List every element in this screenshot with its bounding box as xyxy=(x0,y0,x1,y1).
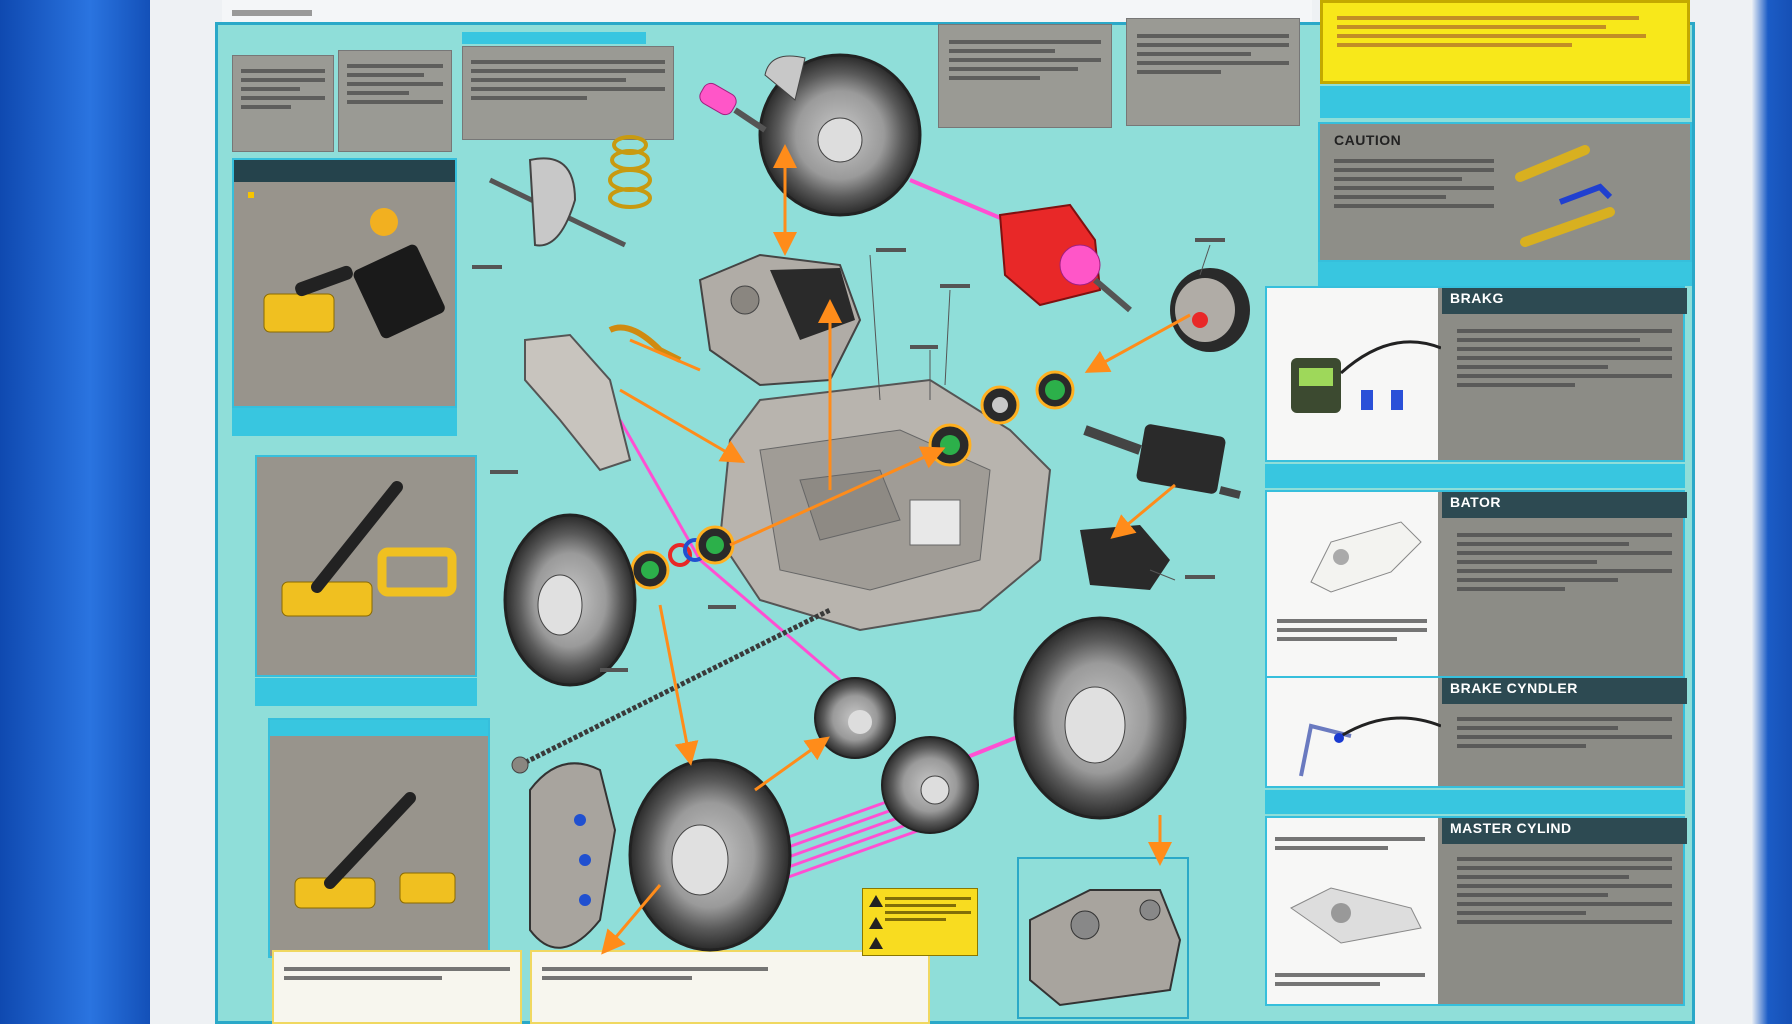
spring-icon xyxy=(488,135,652,248)
tool-card-2-caption-strip xyxy=(255,678,477,706)
part-label xyxy=(1185,575,1215,579)
tool-card-1-caption-strip xyxy=(232,408,457,436)
caliper-assembly xyxy=(698,253,862,387)
pink-guide-line xyxy=(699,558,841,682)
caliper-icon xyxy=(1310,521,1422,593)
brake-disc-icon xyxy=(628,758,792,952)
tool-card-1 xyxy=(232,158,457,408)
orange-flow-arrows xyxy=(601,144,1191,955)
brake-cylinder-caption-strip xyxy=(1265,790,1685,814)
tool-icon xyxy=(1515,145,1615,247)
bottom-note-1 xyxy=(272,950,522,1024)
tool-card-1-header xyxy=(234,160,455,182)
warning-triangle-icon xyxy=(869,937,883,949)
top-right-text-block-2 xyxy=(1126,18,1300,126)
brake-caption-strip xyxy=(1265,464,1685,488)
master-cylinder-icon xyxy=(1290,887,1422,944)
tool-icon xyxy=(294,792,456,909)
part-label xyxy=(490,470,518,474)
brake-line-icon xyxy=(1299,716,1441,777)
pink-guide-line xyxy=(618,419,702,561)
master-cylinder-card: MASTER CYLIND xyxy=(1265,816,1687,1006)
caliper-icon xyxy=(529,762,617,949)
seal-rings xyxy=(630,525,735,590)
master-cylinder-block xyxy=(1017,857,1189,1019)
sensor-bracket xyxy=(1080,525,1170,590)
top-right-text-block-1 xyxy=(938,24,1112,128)
caution-note-box xyxy=(862,888,978,956)
monitor-frame-left xyxy=(0,0,150,1024)
part-label xyxy=(1195,238,1225,242)
tool-card-3 xyxy=(268,718,490,958)
tool-icon xyxy=(281,481,457,617)
brake-cylinder-title: BRAKE CYNDLER xyxy=(1442,678,1687,704)
leader-lines xyxy=(869,244,1211,581)
brake-disc-icon xyxy=(1013,616,1187,820)
brake-disc-icon xyxy=(503,513,637,687)
warning-triangle-icon xyxy=(869,917,883,929)
wheel-speed-sensor xyxy=(1083,424,1241,499)
part-label xyxy=(940,284,970,288)
caliper-bracket xyxy=(524,324,682,472)
left-text-block-2 xyxy=(338,50,452,152)
part-label xyxy=(910,345,938,349)
part-label xyxy=(876,248,906,252)
part-label xyxy=(708,605,736,609)
top-text-line xyxy=(232,10,312,16)
bottom-note-2 xyxy=(530,950,930,1024)
top-center-text-block xyxy=(462,46,674,140)
part-label xyxy=(600,668,628,672)
tool-card-3-top-strip xyxy=(270,720,488,736)
brake-cylinder-card: BRAKE CYNDLER xyxy=(1265,676,1687,788)
top-center-strip xyxy=(462,32,646,44)
pink-guide-line xyxy=(909,178,1011,224)
brake-title: BRAKG xyxy=(1442,288,1687,314)
warning-banner xyxy=(1320,0,1690,84)
rotor-title: BATOR xyxy=(1442,492,1687,518)
pink-lever-icon xyxy=(699,82,767,133)
brake-cable xyxy=(511,607,832,774)
red-master-cylinder xyxy=(998,203,1132,313)
tool-icon xyxy=(248,192,445,339)
seal-rings xyxy=(928,370,1075,467)
left-text-block-1 xyxy=(232,55,334,152)
rotor-card: BATOR xyxy=(1265,490,1687,678)
brake-sensor-icon xyxy=(1291,340,1441,413)
caution-card: CAUTION xyxy=(1318,122,1692,262)
monitor-frame-right xyxy=(1752,0,1792,1024)
part-label xyxy=(472,265,502,269)
warning-triangle-icon xyxy=(869,895,883,907)
hub-bearing xyxy=(881,736,979,834)
caution-title: CAUTION xyxy=(1334,132,1402,148)
brake-disc-icon xyxy=(758,53,922,217)
brake-card: BRAKG xyxy=(1265,286,1687,462)
caution-caption-strip xyxy=(1318,262,1692,286)
hub-flange xyxy=(1170,268,1250,352)
master-cylinder-title: MASTER CYLIND xyxy=(1442,818,1687,844)
warning-caption-strip xyxy=(1320,86,1690,118)
tool-card-2 xyxy=(255,455,477,677)
brake-drum xyxy=(814,677,896,759)
rotor-card-text-area xyxy=(1438,492,1683,676)
